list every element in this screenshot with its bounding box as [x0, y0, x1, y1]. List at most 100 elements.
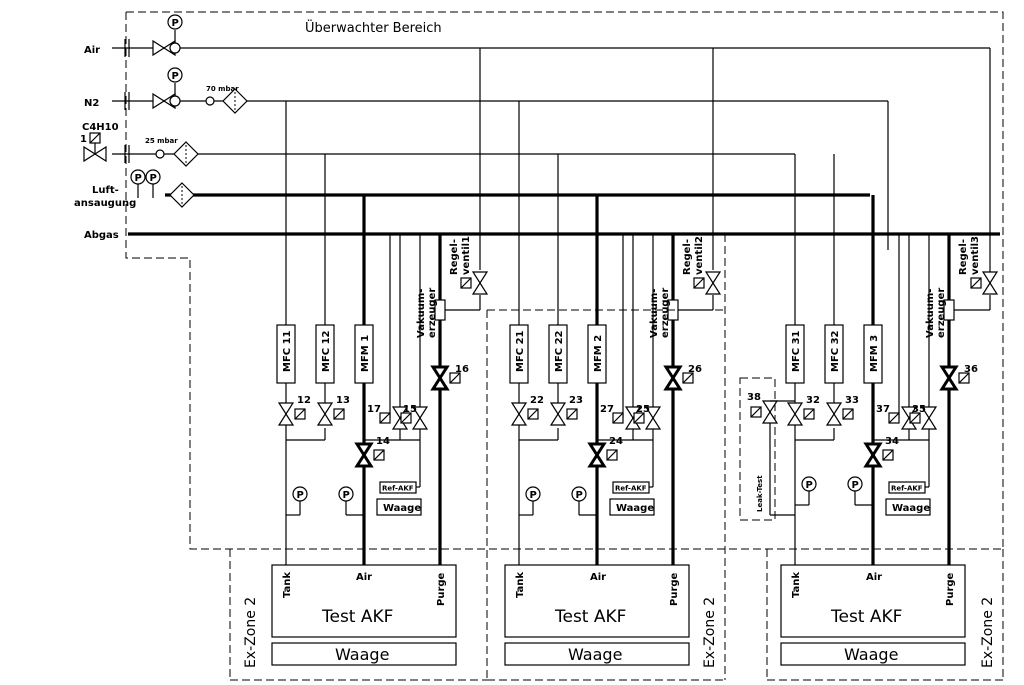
svg-text:P: P	[150, 173, 157, 184]
leak-test-area	[739, 377, 776, 521]
svg-text:Waage: Waage	[844, 645, 898, 664]
svg-text:Tank: Tank	[791, 572, 802, 598]
valve-purge	[431, 365, 449, 391]
svg-text:erzeuger: erzeuger	[427, 288, 438, 338]
label-air: Air	[84, 45, 100, 56]
svg-text:13: 13	[336, 395, 350, 406]
svg-text:P: P	[343, 490, 350, 501]
svg-text:P: P	[576, 490, 583, 501]
svg-text:Air: Air	[590, 572, 606, 583]
test-akf-box	[271, 564, 457, 638]
svg-text:MFC 21: MFC 21	[515, 330, 526, 372]
n2-pressure-text: 70 mbar	[206, 85, 239, 93]
test-unit-3: MFC 31 MFC 32 MFM 3 32 33 34 37 35 P	[739, 154, 1004, 681]
svg-text:MFM 1: MFM 1	[360, 335, 371, 372]
svg-text:Waage: Waage	[335, 645, 389, 664]
svg-text:37: 37	[876, 404, 890, 415]
svg-text:Air: Air	[356, 572, 372, 583]
valve-a	[278, 402, 294, 426]
svg-text:MFC 12: MFC 12	[321, 330, 332, 372]
regelventil	[472, 271, 488, 295]
svg-text:27: 27	[600, 404, 614, 415]
svg-text:MFM 3: MFM 3	[869, 335, 880, 372]
svg-text:Waage: Waage	[892, 503, 930, 514]
luft-filter	[169, 182, 195, 208]
svg-text:34: 34	[885, 436, 899, 447]
test-unit-1: MFC 11 MFC 12 MFM 1 12 13 14 17 15	[229, 48, 488, 681]
svg-text:16: 16	[455, 364, 469, 375]
svg-text:38: 38	[747, 392, 761, 403]
c4h10-filter	[173, 141, 199, 167]
air-pressure-gauge: P	[167, 14, 183, 30]
leak-valve	[762, 400, 778, 424]
svg-text:Regel-: Regel-	[958, 239, 969, 275]
svg-text:22: 22	[530, 395, 544, 406]
svg-text:Vakuum-: Vakuum-	[925, 289, 936, 338]
vakuumerzeuger	[434, 299, 446, 321]
c4h10-gauge-1: P	[130, 169, 146, 185]
small-waage-box	[376, 498, 422, 516]
label-n2: N2	[84, 98, 99, 109]
valve-mfm	[355, 442, 373, 468]
svg-text:P: P	[135, 173, 142, 184]
c4h10-pressure-text: 25 mbar	[145, 137, 178, 145]
svg-text:MFC 31: MFC 31	[791, 330, 802, 372]
svg-text:36: 36	[964, 364, 978, 375]
label-luft1: Luft-	[92, 185, 119, 196]
svg-text:MFC 22: MFC 22	[554, 330, 565, 372]
svg-text:Ex-Zone 2: Ex-Zone 2	[980, 597, 996, 668]
svg-text:35: 35	[912, 404, 926, 415]
svg-text:Waage: Waage	[383, 503, 421, 514]
svg-text:P: P	[297, 490, 304, 501]
svg-text:17: 17	[367, 404, 381, 415]
svg-text:23: 23	[569, 395, 583, 406]
svg-text:P: P	[530, 490, 537, 501]
label-luft2: ansaugung	[74, 198, 136, 209]
svg-text:ventil3: ventil3	[970, 236, 981, 275]
svg-text:Air: Air	[866, 572, 882, 583]
n2-regulator	[205, 96, 215, 106]
valve-b	[317, 402, 333, 426]
svg-text:Tank: Tank	[282, 572, 293, 598]
svg-text:24: 24	[609, 436, 623, 447]
waage-box	[271, 642, 457, 666]
svg-text:Purge: Purge	[669, 572, 680, 606]
c4h10-regulator	[155, 149, 165, 159]
monitored-area-boundary	[125, 11, 1004, 550]
svg-text:P: P	[806, 480, 813, 491]
svg-text:Leak-Test: Leak-Test	[756, 475, 764, 512]
svg-text:32: 32	[806, 395, 820, 406]
tank-pressure-gauge: P	[292, 486, 308, 502]
svg-text:ventil2: ventil2	[694, 236, 705, 275]
svg-text:Ex-Zone 2: Ex-Zone 2	[702, 597, 718, 668]
svg-text:Ref-AKF: Ref-AKF	[615, 485, 647, 493]
svg-text:Regel-: Regel-	[682, 239, 693, 275]
svg-text:15: 15	[403, 404, 417, 415]
svg-text:Purge: Purge	[436, 572, 447, 606]
air-pressure-gauge: P	[338, 486, 354, 502]
svg-text:Vakuum-: Vakuum-	[649, 289, 660, 338]
svg-text:Test AKF: Test AKF	[321, 607, 393, 627]
svg-text:P: P	[172, 71, 179, 82]
svg-text:ventil1: ventil1	[461, 236, 472, 275]
svg-text:14: 14	[376, 436, 390, 447]
svg-text:Test AKF: Test AKF	[830, 607, 902, 627]
svg-text:Waage: Waage	[568, 645, 622, 664]
ref-akf-box	[379, 481, 417, 494]
svg-text:Waage: Waage	[616, 503, 654, 514]
label-c4h10: C4H10	[82, 122, 119, 133]
svg-text:25: 25	[636, 404, 650, 415]
svg-text:MFC 32: MFC 32	[830, 330, 841, 372]
svg-text:Regel-: Regel-	[449, 239, 460, 275]
svg-text:26: 26	[688, 364, 702, 375]
label-abgas: Abgas	[84, 230, 119, 241]
c4h10-gauge-2: P	[145, 169, 161, 185]
test-unit-2: MFC 21 MFC 22 MFM 2 22 23 24 27 25 P	[487, 48, 726, 681]
label-c4h10-valve: 1	[80, 134, 87, 145]
svg-text:12: 12	[297, 395, 311, 406]
svg-text:Test AKF: Test AKF	[554, 607, 626, 627]
svg-text:erzeuger: erzeuger	[936, 288, 947, 338]
svg-text:Ex-Zone 2: Ex-Zone 2	[243, 597, 259, 668]
svg-text:P: P	[852, 480, 859, 491]
